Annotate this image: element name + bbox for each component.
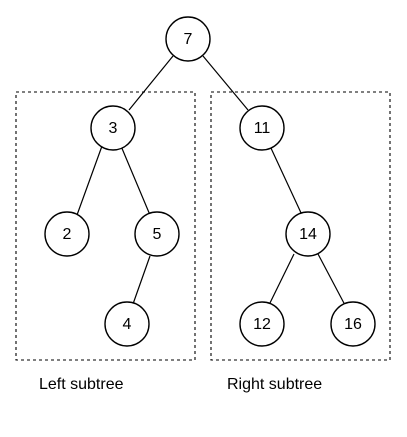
edge-7-3 bbox=[128, 55, 174, 111]
node-label: 12 bbox=[253, 316, 271, 333]
node-circle bbox=[239, 301, 285, 347]
node-4: 4 bbox=[104, 301, 150, 347]
right-subtree-caption: Right subtree bbox=[227, 376, 323, 393]
edge-5-4 bbox=[132, 255, 151, 305]
node-label: 2 bbox=[63, 226, 72, 243]
edge-14-12 bbox=[267, 253, 295, 308]
edge-3-5 bbox=[120, 145, 151, 216]
node-circle bbox=[165, 16, 211, 62]
node-label: 3 bbox=[109, 120, 118, 137]
node-circle bbox=[134, 211, 180, 257]
node-12: 12 bbox=[239, 301, 285, 347]
node-label: 14 bbox=[299, 226, 317, 243]
edge-14-16 bbox=[317, 253, 347, 308]
edge-7-11 bbox=[202, 55, 249, 111]
node-circle bbox=[104, 301, 150, 347]
node-2: 2 bbox=[44, 211, 90, 257]
node-3: 3 bbox=[90, 105, 136, 151]
node-label: 11 bbox=[254, 120, 271, 137]
node-7: 7 bbox=[165, 16, 211, 62]
node-label: 4 bbox=[123, 316, 132, 333]
node-label: 16 bbox=[344, 316, 362, 333]
node-label: 5 bbox=[153, 226, 162, 243]
node-circle bbox=[330, 301, 376, 347]
node-circle bbox=[285, 211, 331, 257]
node-circle bbox=[239, 105, 285, 151]
left-subtree-caption: Left subtree bbox=[39, 376, 124, 393]
node-circle bbox=[44, 211, 90, 257]
right-subtree-box bbox=[210, 91, 391, 361]
node-label: 7 bbox=[184, 31, 193, 48]
node-circle bbox=[90, 105, 136, 151]
node-5: 5 bbox=[134, 211, 180, 257]
edge-3-2 bbox=[76, 145, 103, 216]
node-14: 14 bbox=[285, 211, 331, 257]
node-16: 16 bbox=[330, 301, 376, 347]
edge-11-14 bbox=[269, 145, 303, 216]
left-subtree-box bbox=[15, 91, 196, 361]
node-11: 11 bbox=[239, 105, 285, 151]
